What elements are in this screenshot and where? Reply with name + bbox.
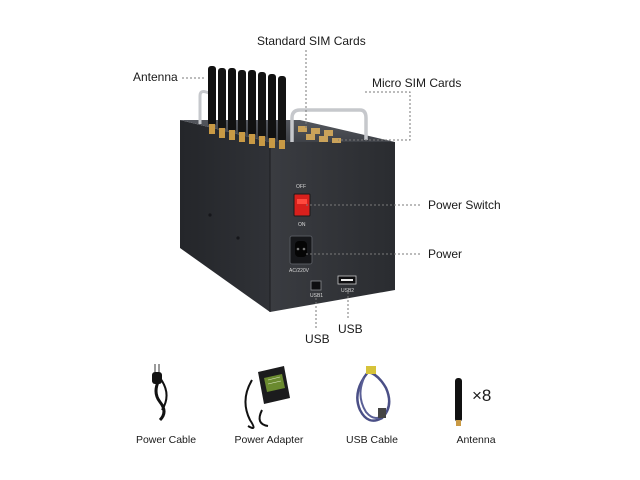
antenna-array — [208, 66, 286, 149]
antenna-quantity: ×8 — [472, 386, 492, 405]
usb2-mark: USB2 — [341, 288, 354, 294]
handle-left — [198, 90, 213, 124]
callout-standard-sim-cards: Standard SIM Cards — [257, 34, 366, 48]
caption-usb-cable: USB Cable — [346, 434, 398, 446]
callout-usb-b: USB — [305, 332, 330, 346]
switch-on-mark: ON — [298, 222, 306, 228]
voltage-mark: AC/220V — [289, 268, 310, 274]
callout-power: Power — [428, 247, 463, 261]
usb-cable-illustration — [356, 366, 391, 422]
device-side-panel — [180, 120, 270, 312]
antenna-illustration — [455, 378, 462, 426]
callout-usb-a: USB — [338, 322, 363, 336]
caption-power-adapter: Power Adapter — [234, 434, 304, 446]
handle-right — [290, 108, 368, 142]
sim-card-slots — [298, 126, 341, 143]
callout-antenna: Antenna — [133, 70, 178, 84]
power-adapter-illustration — [244, 366, 290, 429]
power-cable-illustration — [152, 364, 168, 422]
switch-off-mark: OFF — [296, 184, 306, 190]
caption-antenna: Antenna — [456, 434, 496, 446]
caption-power-cable: Power Cable — [135, 434, 197, 446]
callout-leaders — [182, 50, 422, 328]
screw-icon — [236, 236, 240, 240]
device-front-panel — [270, 142, 395, 312]
callout-micro-sim-cards: Micro SIM Cards — [372, 76, 462, 90]
screw-icon — [208, 213, 212, 217]
usb1-mark: USB1 — [310, 293, 323, 299]
usb-b-port[interactable] — [310, 280, 322, 291]
callout-power-switch: Power Switch — [428, 198, 501, 212]
